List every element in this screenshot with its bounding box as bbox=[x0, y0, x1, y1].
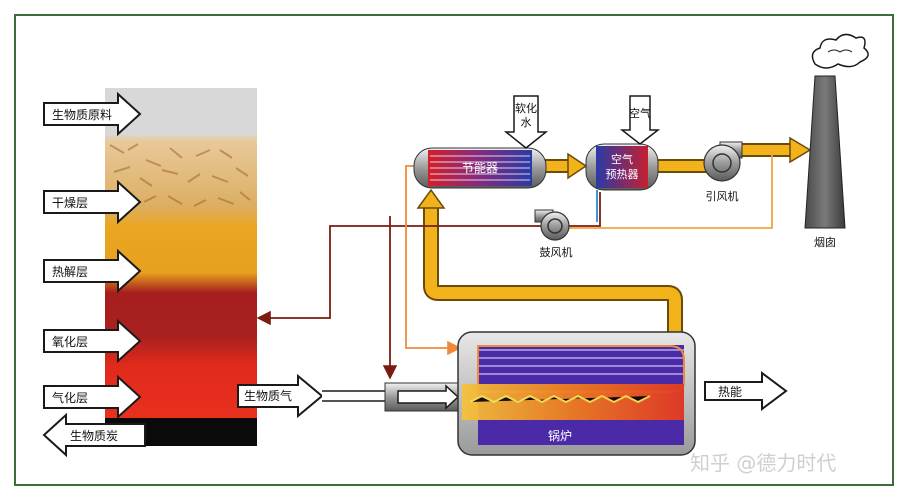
economizer-label: 节能器 bbox=[462, 161, 498, 175]
induced-fan: 引风机 bbox=[703, 141, 743, 203]
duct-eco-ap-arrowhead bbox=[567, 152, 588, 180]
water-line bbox=[405, 165, 462, 356]
layer-arrow-drying: 干燥层 bbox=[43, 179, 142, 225]
air-preheater-label-line2: 预热器 bbox=[606, 168, 639, 181]
air-input: 空气 bbox=[619, 95, 661, 145]
air-input-label: 空气 bbox=[629, 106, 651, 120]
blower-fan: 鼓风机 bbox=[534, 209, 573, 259]
flame bbox=[462, 384, 684, 420]
layer-label-oxidation: 氧化层 bbox=[52, 335, 88, 349]
watermark-text: 知乎 @德力时代 bbox=[690, 451, 836, 475]
air-preheater-label-line1: 空气 bbox=[611, 152, 633, 166]
layer-arrow-pyrolysis: 热解层 bbox=[43, 248, 142, 294]
char-arrow: 生物质炭 bbox=[42, 412, 146, 458]
economizer: 节能器 bbox=[413, 147, 547, 189]
gasifier-body bbox=[105, 88, 257, 418]
flue-duct-arrowhead bbox=[416, 188, 446, 209]
gasifier bbox=[105, 88, 257, 446]
layer-arrow-oxidation: 氧化层 bbox=[43, 318, 142, 364]
frame-border bbox=[14, 14, 894, 486]
duct-fan-chimney-arrowhead bbox=[789, 136, 812, 164]
burner-arrow bbox=[397, 384, 460, 410]
softened-water-input: 软化 水 bbox=[503, 95, 549, 149]
induced-fan-label: 引风机 bbox=[706, 189, 739, 203]
blower-inlet-line bbox=[565, 192, 601, 227]
heat-output-arrow: 热能 bbox=[704, 371, 788, 411]
chimney-label: 烟囱 bbox=[814, 235, 836, 249]
gas-label: 生物质气 bbox=[244, 388, 292, 403]
layer-label-gasification: 气化层 bbox=[52, 390, 88, 405]
boiler-label: 锅炉 bbox=[548, 428, 572, 443]
softened-water-label-line1: 软化 bbox=[515, 101, 537, 115]
chimney: 烟囱 bbox=[804, 33, 869, 249]
layer-label-pyrolysis: 热解层 bbox=[52, 265, 88, 279]
feed-arrow: 生物质原料 bbox=[43, 91, 142, 137]
blower-label: 鼓风机 bbox=[540, 245, 573, 259]
flue-duct bbox=[425, 205, 681, 335]
char-label: 生物质炭 bbox=[70, 429, 118, 443]
heat-output-label: 热能 bbox=[718, 385, 742, 399]
air-preheater: 空气 预热器 bbox=[585, 143, 659, 191]
layer-label-drying: 干燥层 bbox=[52, 196, 88, 210]
boiler: 锅炉 bbox=[457, 331, 696, 456]
softened-water-label-line2: 水 bbox=[521, 116, 532, 129]
feed-label: 生物质原料 bbox=[52, 108, 112, 122]
air-line-fan bbox=[560, 150, 773, 229]
layer-arrow-gasification: 气化层 bbox=[43, 374, 142, 420]
blower-to-gasifier-line bbox=[256, 225, 545, 326]
